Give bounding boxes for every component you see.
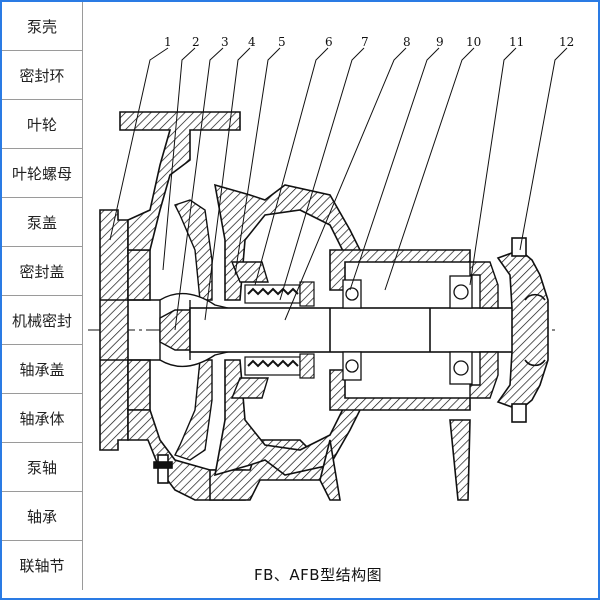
legend-item-9: 轴承体: [2, 394, 82, 443]
pump-cover: [213, 183, 362, 477]
legend-item-11: 轴承: [2, 492, 82, 541]
callout-6: 6: [325, 35, 333, 49]
pump-shaft: [189, 307, 531, 353]
legend-item-1: 泵壳: [2, 2, 82, 51]
leader-lines: [109, 47, 568, 331]
callout-12: 12: [559, 35, 574, 49]
seal-gland: [230, 261, 269, 399]
legend-item-4: 叶轮螺母: [2, 149, 82, 198]
callout-7: 7: [361, 35, 369, 49]
callout-numbers: 1 2 3 4 5 6 7 8 9 10 11 12: [164, 35, 574, 49]
callout-4: 4: [248, 35, 256, 49]
callout-11: 11: [509, 35, 524, 49]
legend-item-5: 泵盖: [2, 198, 82, 247]
legend-item-10: 泵轴: [2, 443, 82, 492]
legend-item-8: 轴承盖: [2, 345, 82, 394]
callout-9: 9: [436, 35, 444, 49]
legend-item-7: 机械密封: [2, 296, 82, 345]
callout-3: 3: [221, 35, 229, 49]
pump-casing: [99, 111, 331, 501]
callout-2: 2: [192, 35, 200, 49]
legend-item-12: 联轴节: [19, 557, 65, 575]
legend-item-2: 密封环: [2, 51, 82, 100]
bearing: [342, 275, 473, 385]
bearing-housing: [319, 249, 471, 501]
callout-1: 1: [164, 35, 172, 49]
callout-8: 8: [403, 35, 411, 49]
legend-item-6: 密封盖: [2, 247, 82, 296]
parts-legend: 泵壳 密封环 叶轮 叶轮螺母 泵盖 密封盖 机械密封 轴承盖 轴承体 泵轴 轴承…: [2, 2, 82, 590]
legend-divider: [82, 2, 83, 590]
inlet-bore: [100, 299, 160, 361]
diagram-caption: FB、AFB型结构图: [254, 566, 383, 584]
mechanical-seal: [244, 281, 315, 379]
callout-10: 10: [466, 35, 481, 49]
legend-item-3: 叶轮: [2, 100, 82, 149]
callout-5: 5: [278, 35, 286, 49]
coupling: [496, 237, 549, 423]
